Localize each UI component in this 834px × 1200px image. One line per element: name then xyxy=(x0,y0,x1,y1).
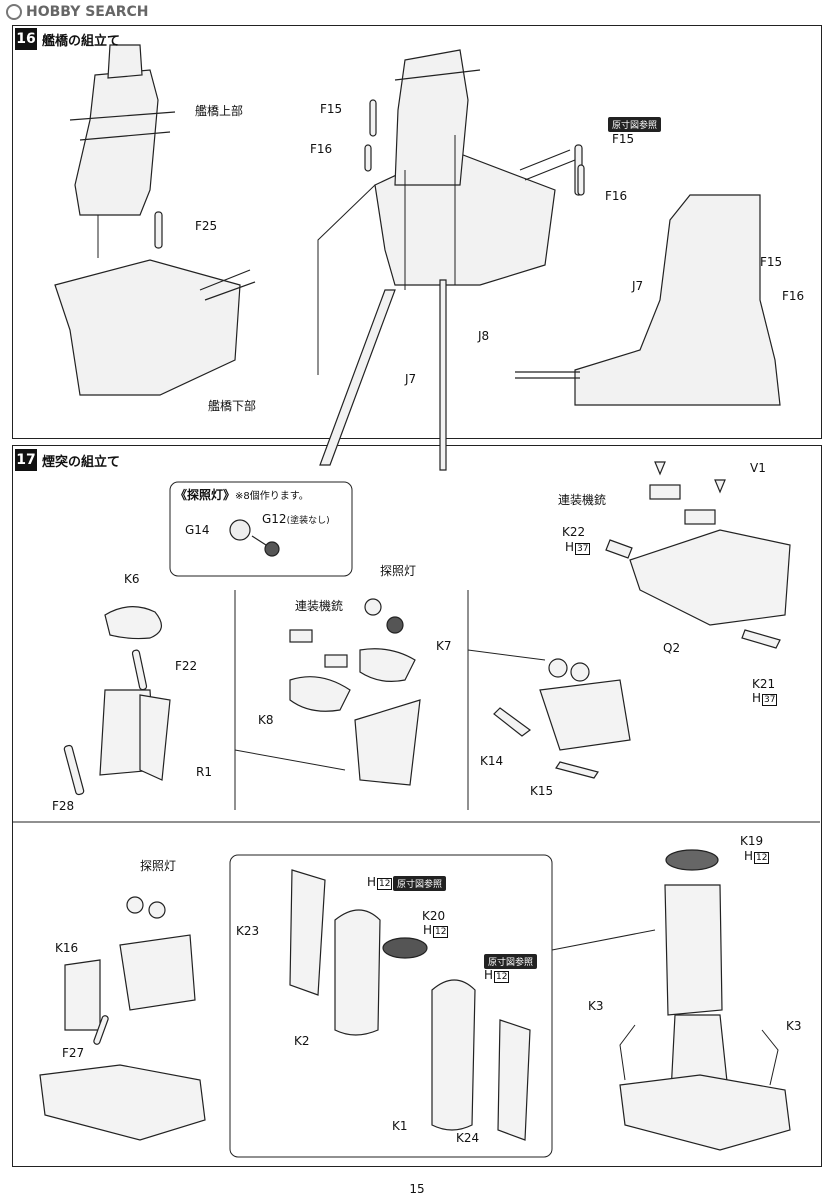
part-f22: F22 xyxy=(175,659,198,673)
part-f27: F27 xyxy=(62,1046,85,1060)
part-j7-a: J7 xyxy=(405,372,417,386)
ref-badge-lower-2: 原寸図参照 xyxy=(484,954,538,969)
part-k24: K24 xyxy=(456,1131,480,1145)
bridge-upper-label: 艦橋上部 xyxy=(195,104,244,118)
step16-title: 艦橋の組立て xyxy=(42,34,121,49)
part-v1: V1 xyxy=(750,461,766,475)
step16-frame xyxy=(12,25,822,439)
part-k23: K23 xyxy=(236,924,260,938)
step17-number: 17 xyxy=(15,449,37,471)
part-q2: Q2 xyxy=(663,641,681,655)
part-k21: K21 xyxy=(752,677,776,691)
twin-mg-label-17b: 連装機銃 xyxy=(558,493,607,507)
searchlight-label-17: 探照灯 xyxy=(380,564,417,578)
part-k22: K22 xyxy=(562,525,586,539)
bridge-lower-label: 艦橋下部 xyxy=(208,399,257,413)
part-k3-a: K3 xyxy=(588,999,604,1013)
searchlight-label-lower: 探照灯 xyxy=(140,859,177,873)
ref-badge-lower-1: 原寸図参照 xyxy=(393,876,447,891)
part-r1: R1 xyxy=(196,765,212,779)
part-j8: J8 xyxy=(478,329,490,343)
part-k15: K15 xyxy=(530,784,554,798)
ref-badge-16: 原寸図参照 xyxy=(608,117,662,132)
part-k3-b: K3 xyxy=(786,1019,802,1033)
step17-frame xyxy=(12,445,822,1167)
part-k6: K6 xyxy=(124,572,140,586)
part-f25: F25 xyxy=(195,219,218,233)
part-f16-a: F16 xyxy=(310,142,333,156)
part-k7: K7 xyxy=(436,639,452,653)
part-f15-b: F15 xyxy=(612,132,635,146)
part-f16-b: F16 xyxy=(605,189,628,203)
part-k1: K1 xyxy=(392,1119,408,1133)
part-f16-c: F16 xyxy=(782,289,805,303)
part-k2: K2 xyxy=(294,1034,310,1048)
step17-title: 煙突の組立て xyxy=(42,455,121,470)
twin-mg-label-17: 連装機銃 xyxy=(295,599,344,613)
part-k20: K20 xyxy=(422,909,446,923)
part-j7-b: J7 xyxy=(632,279,644,293)
searchlight-box-title: 《探照灯》※8個作ります。 xyxy=(175,488,309,502)
part-f15-c: F15 xyxy=(760,255,783,269)
brand-text: HOBBY SEARCH xyxy=(26,4,149,20)
part-g14: G14 xyxy=(185,523,210,537)
hobby-search-logo: HOBBY SEARCH xyxy=(6,4,148,20)
step16-number: 16 xyxy=(15,28,37,50)
part-k19: K19 xyxy=(740,834,764,848)
page-number: 15 xyxy=(409,1182,425,1196)
part-f15-a: F15 xyxy=(320,102,343,116)
part-g12: G12(塗装なし) xyxy=(262,512,330,526)
part-k8: K8 xyxy=(258,713,274,727)
part-f28: F28 xyxy=(52,799,75,813)
part-k14: K14 xyxy=(480,754,504,768)
part-k16: K16 xyxy=(55,941,79,955)
logo-icon xyxy=(6,4,22,20)
